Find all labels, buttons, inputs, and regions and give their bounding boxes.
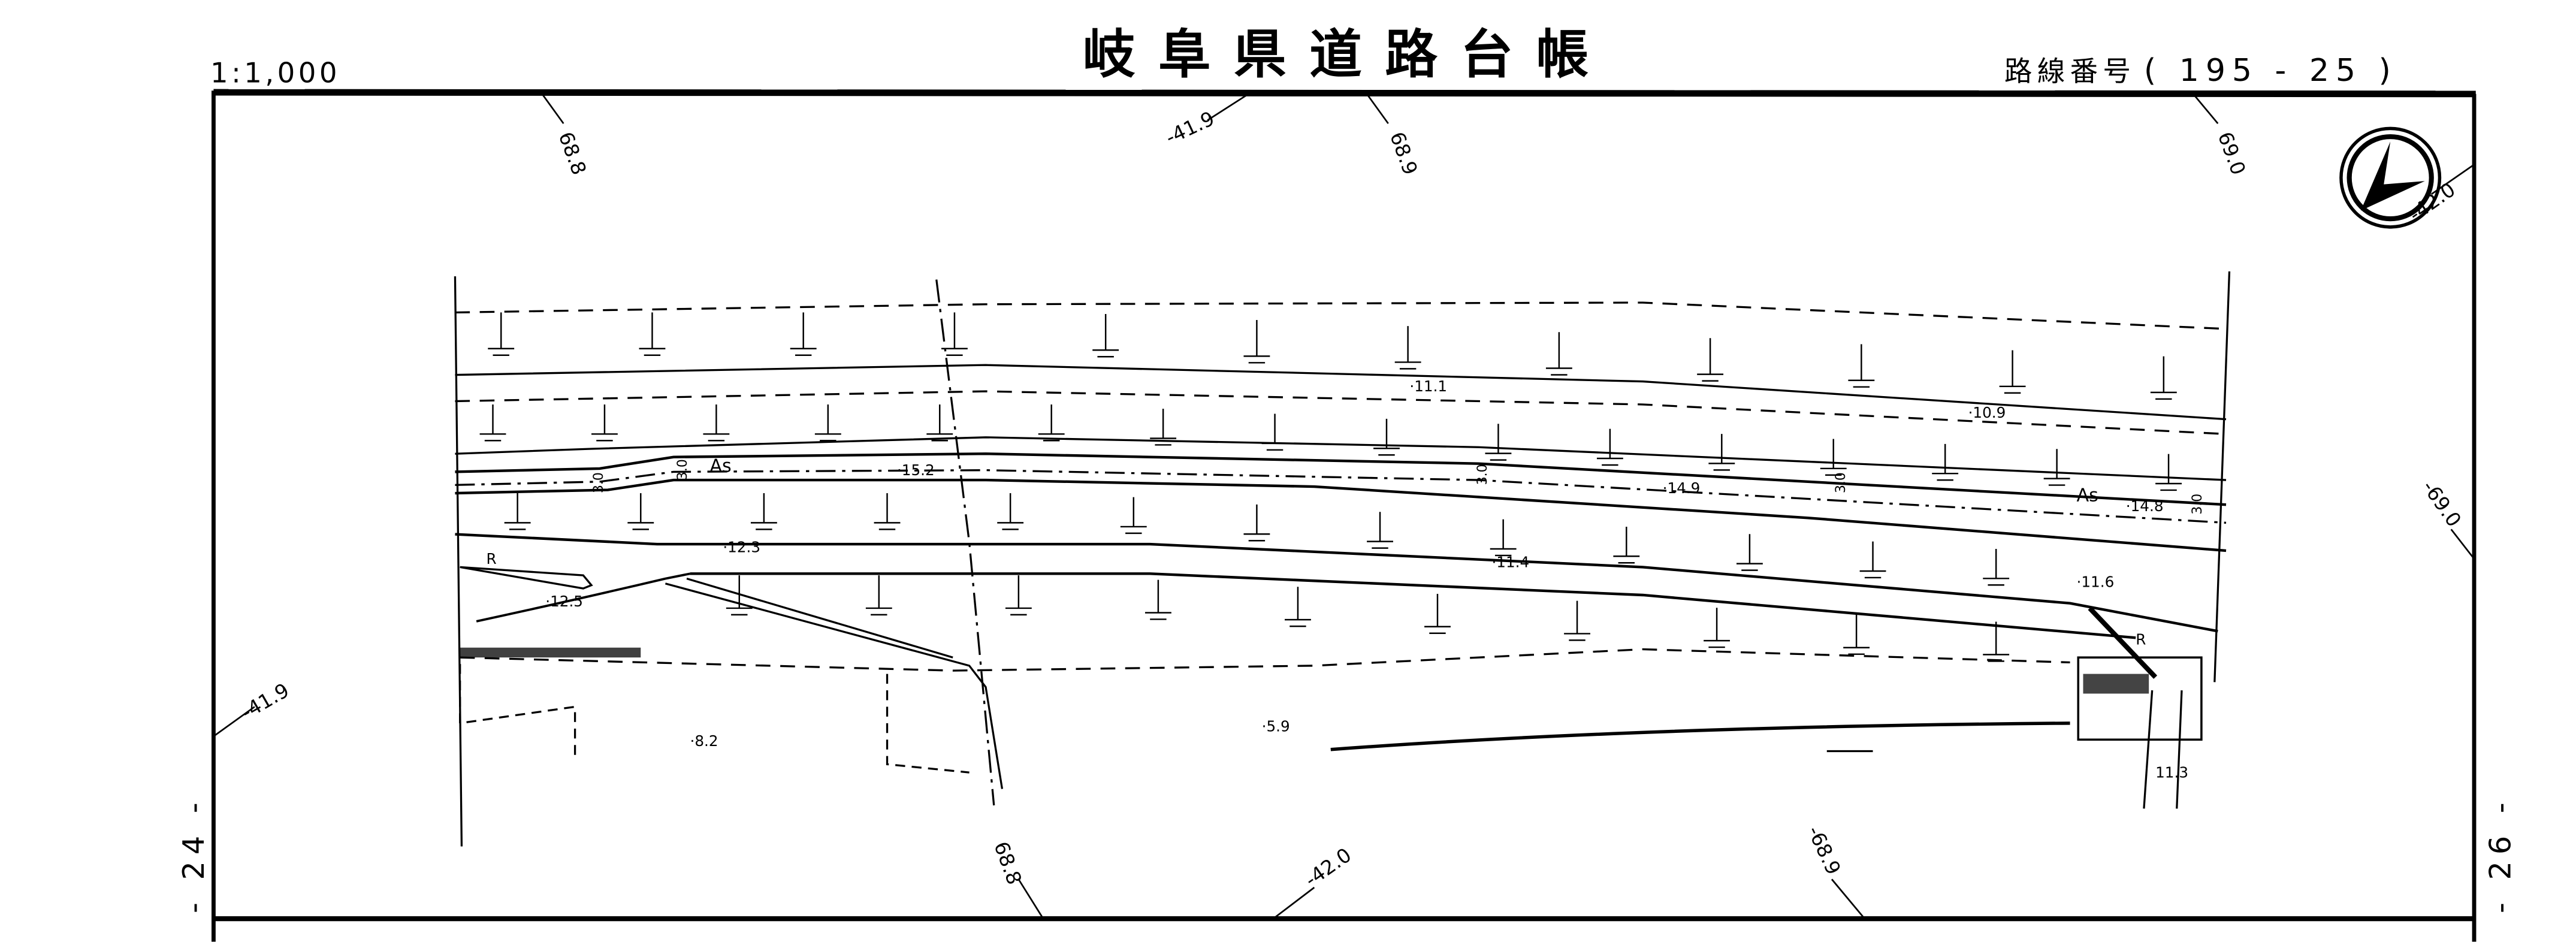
slope-symbol xyxy=(1545,332,1572,376)
slope-symbol xyxy=(1848,344,1875,388)
slope-symbol xyxy=(591,404,618,442)
slope-symbol xyxy=(1261,413,1288,451)
grid-label: 69.0 xyxy=(2213,129,2251,178)
road-plan-drawing xyxy=(454,271,2231,847)
grid-label: 68.9 xyxy=(1385,129,1423,178)
slope-symbol xyxy=(814,404,841,442)
grid-label: -69.0 xyxy=(2418,476,2466,531)
sheet-ref-right: - 26 - xyxy=(2483,796,2517,913)
elevation-label: ·8.2 xyxy=(690,732,718,750)
grid-label: -41.9 xyxy=(237,678,293,724)
tree-symbols xyxy=(479,312,2182,662)
slope-symbol xyxy=(1367,512,1393,549)
slope-symbol xyxy=(2150,356,2177,400)
slope-symbol xyxy=(1596,428,1623,466)
elevation-label: ·14.8 xyxy=(2126,497,2164,515)
elevation-label: ·12.3 xyxy=(723,539,760,556)
slope-symbol xyxy=(1150,409,1177,446)
slope-symbol xyxy=(2155,454,2182,491)
width-label: 3.0 xyxy=(675,459,690,480)
grid-ticks xyxy=(213,93,2475,920)
slope-symbol xyxy=(1736,534,1763,571)
pavement-label: As xyxy=(2077,485,2098,506)
slope-symbol xyxy=(874,493,901,530)
slope-symbol xyxy=(1092,313,1119,358)
slope-symbol xyxy=(926,404,953,442)
slope-symbol xyxy=(1613,526,1640,564)
route-number-label: 路線番号 xyxy=(2004,55,2136,87)
grid-label: -42.0 xyxy=(1300,843,1355,892)
grid-label: 68.8 xyxy=(554,129,591,178)
width-label: 3.0 xyxy=(1475,464,1490,485)
pavement-label: As xyxy=(709,455,731,476)
grid-label: -68.9 xyxy=(1803,822,1846,878)
elevation-label: 11.3 xyxy=(2155,763,2188,781)
slope-symbol xyxy=(790,312,817,356)
slope-symbol xyxy=(865,575,892,616)
elevation-label: ·12.5 xyxy=(545,593,583,610)
grid-label: 68.8 xyxy=(989,838,1026,887)
scale-label: 1:1,000 xyxy=(210,57,340,89)
slope-symbol xyxy=(1285,587,1311,627)
elevation-label: ·5.9 xyxy=(1262,718,1290,735)
elevation-label: ·15.2 xyxy=(897,461,935,479)
retaining-wall-label: R xyxy=(487,550,497,567)
sheet-title: 岐阜県道路台帳 xyxy=(1083,24,1612,85)
slope-symbol xyxy=(627,493,654,530)
slope-symbol xyxy=(1485,424,1512,461)
width-label: 3.0 xyxy=(2190,494,2205,515)
elevation-label: ·11.1 xyxy=(1409,378,1447,395)
slope-symbol xyxy=(941,312,968,356)
slope-symbol xyxy=(1564,600,1590,641)
slope-symbol xyxy=(1983,548,2010,586)
slope-symbol xyxy=(1708,434,1735,471)
slope-symbol xyxy=(1999,350,2026,394)
slope-symbol xyxy=(1394,326,1421,370)
slope-symbol xyxy=(1490,519,1517,557)
slope-symbol xyxy=(1697,338,1724,382)
slope-symbol xyxy=(1424,593,1451,634)
sheet-frame xyxy=(211,89,2477,942)
retaining-wall-label: R xyxy=(2136,630,2146,648)
slope-symbol xyxy=(1144,579,1171,620)
slope-symbol xyxy=(703,404,730,442)
sheet-ref-left: - 24 - xyxy=(176,796,211,913)
slope-symbol xyxy=(750,493,777,530)
width-label: 3.0 xyxy=(591,472,606,493)
slope-symbol xyxy=(1243,504,1270,542)
slope-symbol xyxy=(1243,320,1270,364)
slope-symbol xyxy=(1983,621,2010,662)
slope-symbol xyxy=(504,493,531,530)
elevation-label: ·10.9 xyxy=(1968,404,2006,421)
route-number: ( 195 - 25 ) xyxy=(2144,53,2397,89)
elevation-label: ·14.9 xyxy=(1663,479,1701,497)
north-arrow-icon xyxy=(2339,126,2442,229)
slope-symbol xyxy=(2043,449,2070,486)
slope-symbol xyxy=(1005,575,1032,616)
slope-symbol xyxy=(1932,443,1959,481)
slope-symbol xyxy=(479,404,506,442)
slope-symbol xyxy=(1820,439,1847,476)
slope-symbol xyxy=(639,312,666,356)
elevation-label: ·11.6 xyxy=(2077,573,2115,590)
slope-symbol xyxy=(997,493,1024,530)
slope-symbol xyxy=(1859,541,1886,579)
elevation-label: ·11.4 xyxy=(1491,553,1529,570)
slope-symbol xyxy=(488,312,515,356)
grid-label: -41.9 xyxy=(1162,107,1218,149)
slope-symbol xyxy=(1120,497,1147,535)
slope-symbol xyxy=(1373,418,1400,456)
slope-symbol xyxy=(1843,614,1870,655)
slope-symbol xyxy=(1038,404,1065,442)
width-label: 3.0 xyxy=(1834,472,1849,493)
slope-symbol xyxy=(726,575,753,616)
slope-symbol xyxy=(1704,608,1731,648)
